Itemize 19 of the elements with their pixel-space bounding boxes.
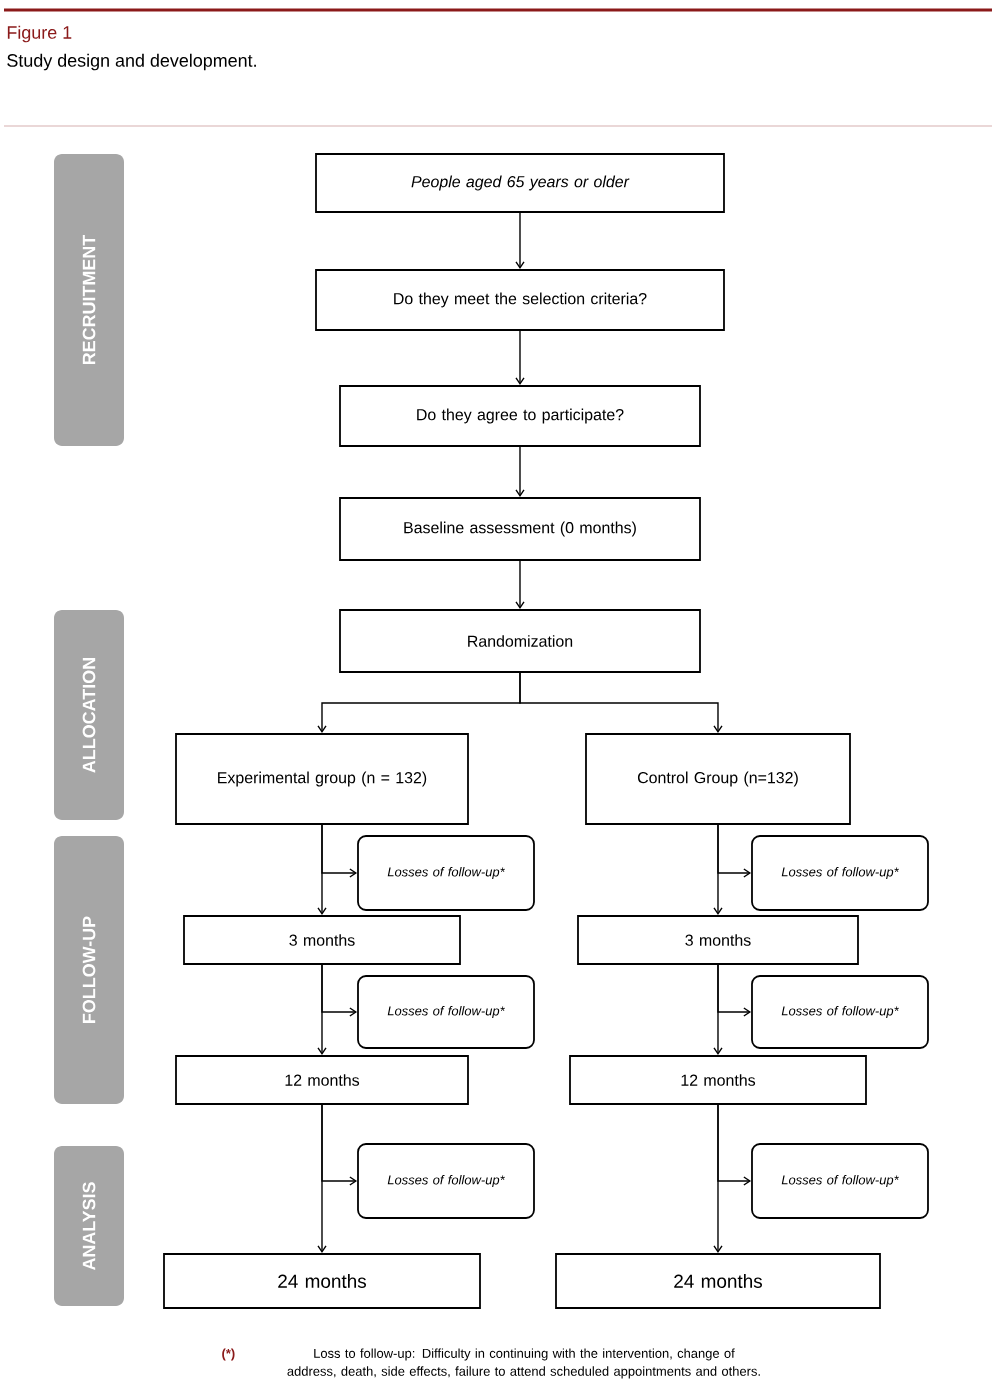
arrow <box>515 446 525 498</box>
arrow <box>317 964 327 1056</box>
arrow <box>515 212 525 270</box>
process-box: 24 months <box>163 1253 481 1309</box>
arrow <box>317 1104 327 1254</box>
process-box: 24 months <box>555 1253 881 1309</box>
stage-band: RECRUITMENT <box>54 154 124 446</box>
arrow <box>519 672 723 734</box>
arrow <box>713 824 723 916</box>
stage-band: FOLLOW-UP <box>54 836 124 1104</box>
stage-band: ALLOCATION <box>54 610 124 820</box>
arrow <box>713 1104 723 1254</box>
figure-caption: Study design and development. <box>7 53 256 71</box>
stage-band: ANALYSIS <box>54 1146 124 1306</box>
arrow <box>515 560 525 610</box>
arrow <box>713 964 723 1056</box>
arrow <box>317 824 327 916</box>
arrow <box>515 330 525 386</box>
figure-title: Figure 1 <box>7 25 72 43</box>
